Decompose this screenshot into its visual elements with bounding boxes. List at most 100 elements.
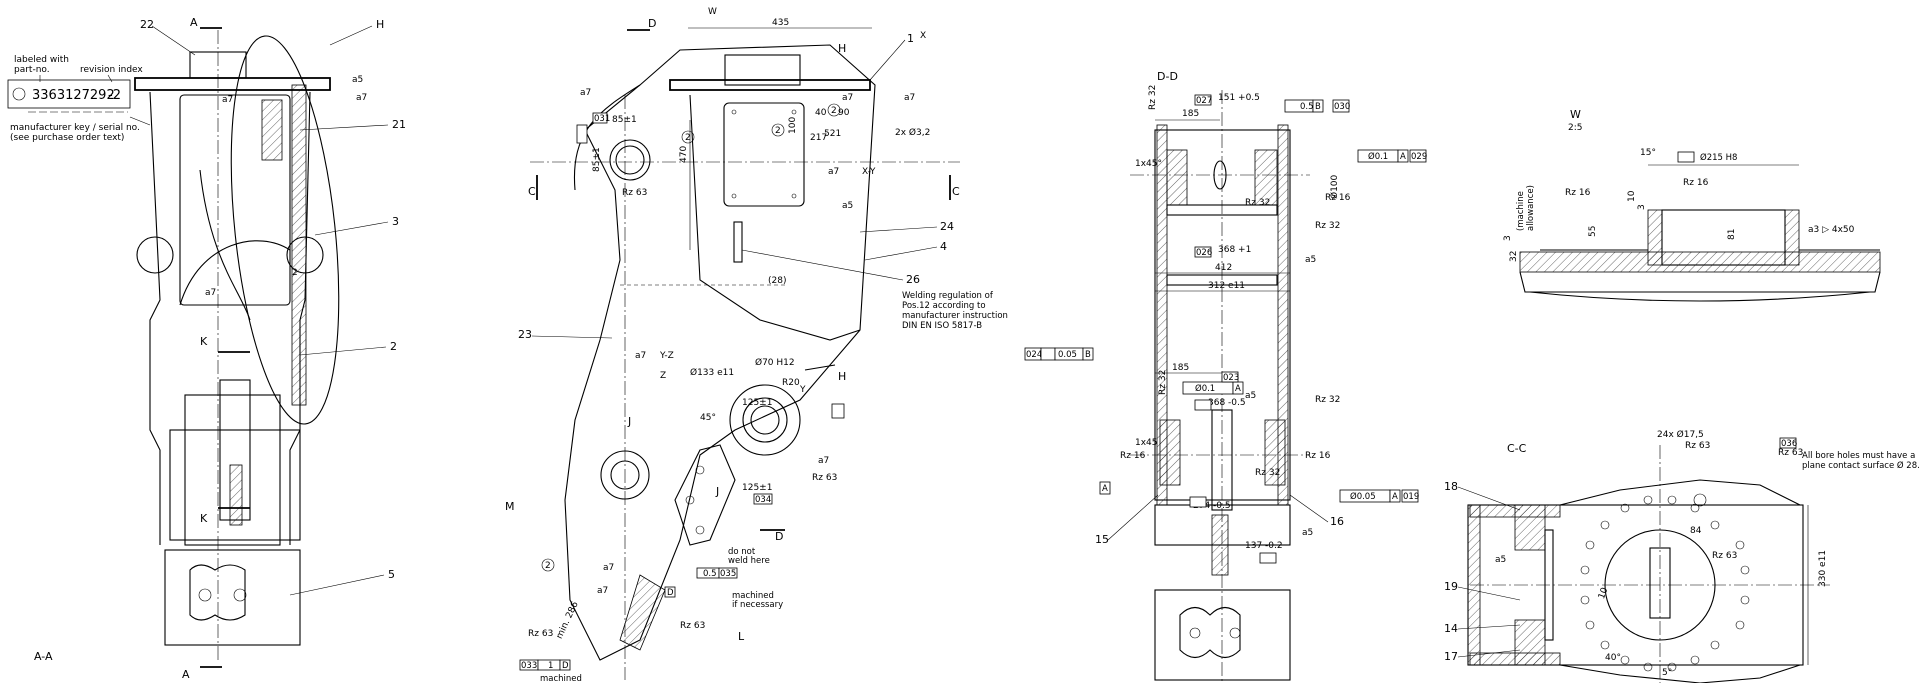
cut-k-top: K (200, 335, 208, 348)
label-note1: manufacturer key / serial no. (10, 123, 140, 133)
label-x: X (920, 31, 926, 41)
rz63-6: Rz 63 (1778, 448, 1803, 458)
weld-a3: a3 ▷ 4x50 (1808, 225, 1855, 235)
dim-40deg: 40° (1605, 653, 1621, 663)
cut-m: M (505, 500, 515, 513)
dim-1x45-b: 1x45 (1135, 438, 1158, 448)
weld-a7-11: a7 (597, 586, 608, 596)
tol-034: 034 (755, 495, 771, 505)
view-w-scale: 2:5 (1568, 123, 1582, 133)
pos-26: 26 (906, 273, 920, 286)
main-view: D D C C H H W J J M L (505, 7, 1008, 683)
tol-0-05-b: 0.05 (1058, 350, 1077, 360)
mark-2-d: 2 (545, 561, 551, 571)
rz63-4: Rz 63 (680, 621, 705, 631)
section-aa-title: A-A (34, 650, 53, 663)
cut-l: L (738, 630, 745, 643)
dim-phi100: Ø100 (1329, 174, 1340, 199)
weld-a7-8: a7 (635, 351, 646, 361)
note-weld-4: DIN EN ISO 5817-B (902, 321, 982, 331)
part-number: 3363127292 (32, 88, 115, 103)
dim-137: 137 -0.2 (1245, 541, 1283, 551)
section-dd-title: D-D (1157, 70, 1178, 83)
tol-033: 033 (521, 661, 537, 671)
weld-a7-3: a7 (205, 288, 216, 298)
datum-b-1: B (1315, 102, 1321, 112)
weld-a7-4: a7 (580, 88, 591, 98)
dim-10-cc: 10 (1597, 586, 1610, 600)
pos-2: 2 (390, 340, 397, 353)
pos-22: 22 (140, 18, 154, 31)
tol-0-5-b: 0.5 (1300, 102, 1314, 112)
dim-10: 10 (1627, 190, 1637, 202)
weld-a5-1: a5 (352, 75, 363, 85)
dim-85-v: 85±1 (592, 147, 602, 172)
note-if-necessary: if necessary (732, 600, 783, 610)
revision-index: -2 (108, 88, 121, 103)
cut-j-1: J (627, 415, 631, 428)
weld-a7-6: a7 (904, 93, 915, 103)
note-weld-here: weld here (728, 556, 770, 566)
dim-521: 521 (824, 129, 841, 139)
view-w-title: W (1570, 108, 1581, 121)
datum-a-4: A (1102, 484, 1108, 494)
note-weld-1: Welding regulation of (902, 291, 994, 301)
label-y: Y (799, 385, 806, 395)
dim-55: 55 (1588, 226, 1598, 237)
dim-min-286: min. 286 (555, 600, 581, 641)
tol-030: 030 (1334, 102, 1350, 112)
pos-h: H (376, 18, 384, 31)
datum-d: D (667, 588, 674, 598)
dim-412: 412 (1215, 263, 1232, 273)
dim-85-h: 85±1 (612, 115, 637, 125)
dim-185-b: 185 (1172, 363, 1189, 373)
tol-035: 035 (720, 569, 736, 579)
tol-027: 027 (1196, 96, 1212, 106)
part-label-block: labeled with part-no. revision index 336… (7, 55, 151, 143)
rz32-5: Rz 32 (1158, 370, 1168, 395)
dim-3: 3 (1503, 235, 1513, 241)
dim-151: 151 +0.5 (1218, 93, 1260, 103)
weld-a7-5: a7 (842, 93, 853, 103)
rz32-6: Rz 32 (1148, 85, 1158, 110)
label-x-y: X-Y (862, 167, 876, 177)
dim-2x-3-2: 2x Ø3,2 (895, 127, 930, 138)
rz32-4: Rz 32 (1255, 468, 1280, 478)
tol-phi0-1-a: Ø0.1 (1368, 151, 1388, 162)
dim-125-a: 125±1 (742, 398, 772, 408)
pos-21: 21 (392, 118, 406, 131)
dim-312: 312 e11 (1208, 281, 1245, 291)
dim-84: 84 (1690, 526, 1702, 536)
datum-a-1: A (1400, 152, 1406, 162)
pos-3: 3 (392, 215, 399, 228)
dim-3-w: 3 (1637, 204, 1647, 210)
pos-4: 4 (940, 240, 947, 253)
dim-40: 40 (815, 108, 827, 118)
mark-2-c: 2 (831, 106, 837, 116)
rz16-3: Rz 16 (1120, 451, 1146, 461)
cut-h-top: H (838, 42, 846, 55)
rz32-3: Rz 32 (1315, 395, 1340, 405)
tol-phi0-05-a: Ø0.05 (1350, 491, 1376, 502)
rz16-1: Rz 16 (1325, 193, 1351, 203)
rz32-2: Rz 32 (1315, 221, 1340, 231)
tol-0-5: 0.5 (703, 569, 717, 579)
cut-c-left: C (528, 185, 536, 198)
cut-j-2: J (715, 485, 719, 498)
section-aa: labeled with part-no. revision index 336… (7, 16, 406, 681)
dim-125-b: 125±1 (742, 483, 772, 493)
dim-274: 274 -0.5 (1193, 501, 1231, 511)
label-line3: revision index (80, 65, 143, 75)
pos-14: 14 (1444, 622, 1458, 635)
note-machine: (machine (1516, 191, 1526, 231)
dim-28: (28) (768, 276, 786, 286)
mark-2-b: 2 (775, 126, 781, 136)
pos-16: 16 (1330, 515, 1344, 528)
weld-a5-6: a5 (1495, 555, 1506, 565)
label-z: Z (660, 371, 666, 381)
datum-b-2: B (1085, 350, 1091, 360)
dim-70: Ø70 H12 (755, 357, 795, 368)
rz63-3: Rz 63 (528, 629, 553, 639)
dim-217: 217 (810, 133, 827, 143)
